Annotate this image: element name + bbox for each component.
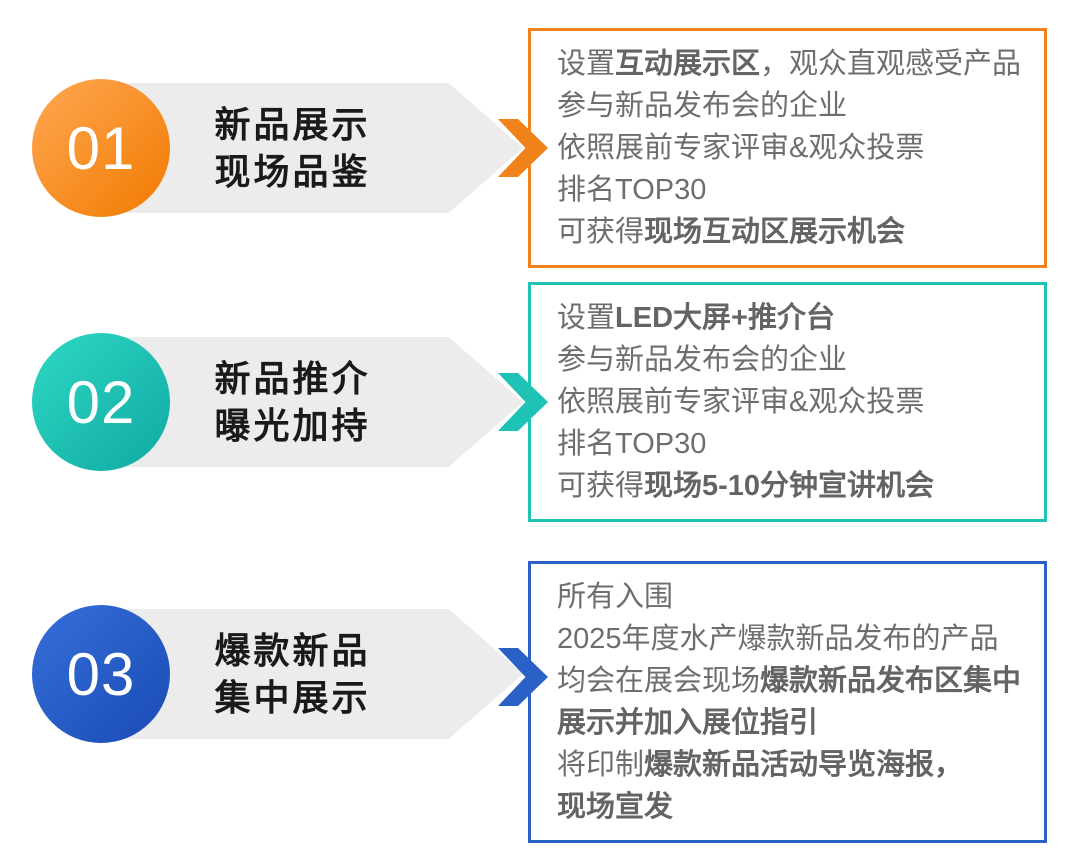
detail-line: 排名TOP30 [557,169,1036,211]
detail-text: 设置互动展示区，观众直观感受产品参与新品发布会的企业依照展前专家评审&观众投票排… [557,43,1036,253]
step-detail-box: 设置互动展示区，观众直观感受产品参与新品发布会的企业依照展前专家评审&观众投票排… [498,28,1047,268]
step-left-column: 爆款新品集中展示 03 [0,561,528,843]
step-left-column: 新品展示现场品鉴 01 [0,28,528,268]
step-number: 02 [66,368,136,436]
step-title-line: 新品展示 [214,104,371,145]
detail-line: 参与新品发布会的企业 [557,85,1036,127]
step-left-column: 新品推介曝光加持 02 [0,282,528,522]
step-title-banner: 新品展示现场品鉴 [110,83,523,213]
step-number-badge: 03 [32,605,170,743]
step-title: 新品推介曝光加持 [214,355,370,449]
detail-line: 现场宣发 [557,786,1036,828]
step-title-line: 曝光加持 [214,405,371,446]
step-number-badge: 01 [32,79,170,217]
detail-line: 展示并加入展位指引 [557,702,1036,744]
detail-segment: 可获得 [557,470,645,502]
detail-segment: 参与新品发布会的企业 [557,90,848,122]
step-title-line: 集中展示 [214,677,371,718]
detail-segment: 设置 [557,48,616,80]
detail-segment: 设置 [557,302,616,334]
detail-line: 将印制爆款新品活动导览海报， [557,744,1036,786]
detail-segment: 参与新品发布会的企业 [557,344,848,376]
detail-text: 设置LED大屏+推介台参与新品发布会的企业依照展前专家评审&观众投票排名TOP3… [557,297,1036,507]
detail-line: 设置互动展示区，观众直观感受产品 [557,43,1036,85]
detail-segment: ，观众直观感受产品 [760,48,1022,80]
detail-segment-bold: 爆款新品活动导览海报， [644,749,964,781]
step-section: 新品展示现场品鉴 01 设置互动展示区，观众直观感受产品参与新品发布会的企业依照… [0,28,1080,268]
step-title-banner: 爆款新品集中展示 [110,609,523,739]
step-detail-box: 设置LED大屏+推介台参与新品发布会的企业依照展前专家评审&观众投票排名TOP3… [498,282,1047,522]
detail-segment: 均会在展会现场 [557,665,761,697]
detail-line: 设置LED大屏+推介台 [557,297,1036,339]
detail-segment: 2025年度水产爆款新品发布的产品 [557,623,999,655]
detail-segment: 依照展前专家评审&观众投票 [557,386,925,418]
step-number: 01 [66,114,136,182]
detail-segment-bold: 爆款新品发布区集中 [760,665,1022,697]
detail-segment: 依照展前专家评审&观众投票 [557,132,925,164]
detail-line: 所有入围 [557,576,1036,618]
detail-line: 排名TOP30 [557,423,1036,465]
detail-segment-bold: LED大屏+推介台 [615,302,835,334]
step-title-line: 新品推介 [214,358,371,399]
step-title-banner: 新品推介曝光加持 [110,337,523,467]
detail-segment-bold: 现场互动区展示机会 [644,216,906,248]
detail-line: 2025年度水产爆款新品发布的产品 [557,618,1036,660]
step-title: 新品展示现场品鉴 [214,101,370,195]
detail-segment: 排名TOP30 [557,428,707,460]
detail-line: 参与新品发布会的企业 [557,339,1036,381]
step-number-badge: 02 [32,333,170,471]
step-title-line: 爆款新品 [214,630,371,671]
detail-line: 可获得现场互动区展示机会 [557,211,1036,253]
detail-segment-bold: 现场宣发 [557,791,674,823]
detail-segment-bold: 互动展示区 [615,48,761,80]
detail-segment: 可获得 [557,216,645,248]
detail-segment-bold: 展示并加入展位指引 [557,707,819,739]
detail-line: 依照展前专家评审&观众投票 [557,381,1036,423]
step-title: 爆款新品集中展示 [214,627,370,721]
step-number: 03 [66,640,136,708]
detail-line: 可获得现场5-10分钟宣讲机会 [557,465,1036,507]
detail-line: 均会在展会现场爆款新品发布区集中 [557,660,1036,702]
step-title-line: 现场品鉴 [214,151,371,192]
detail-segment: 所有入围 [557,581,674,613]
step-section: 新品推介曝光加持 02 设置LED大屏+推介台参与新品发布会的企业依照展前专家评… [0,282,1080,522]
detail-segment: 排名TOP30 [557,174,707,206]
detail-segment: 将印制 [557,749,645,781]
detail-line: 依照展前专家评审&观众投票 [557,127,1036,169]
detail-segment-bold: 现场5-10分钟宣讲机会 [644,470,935,502]
